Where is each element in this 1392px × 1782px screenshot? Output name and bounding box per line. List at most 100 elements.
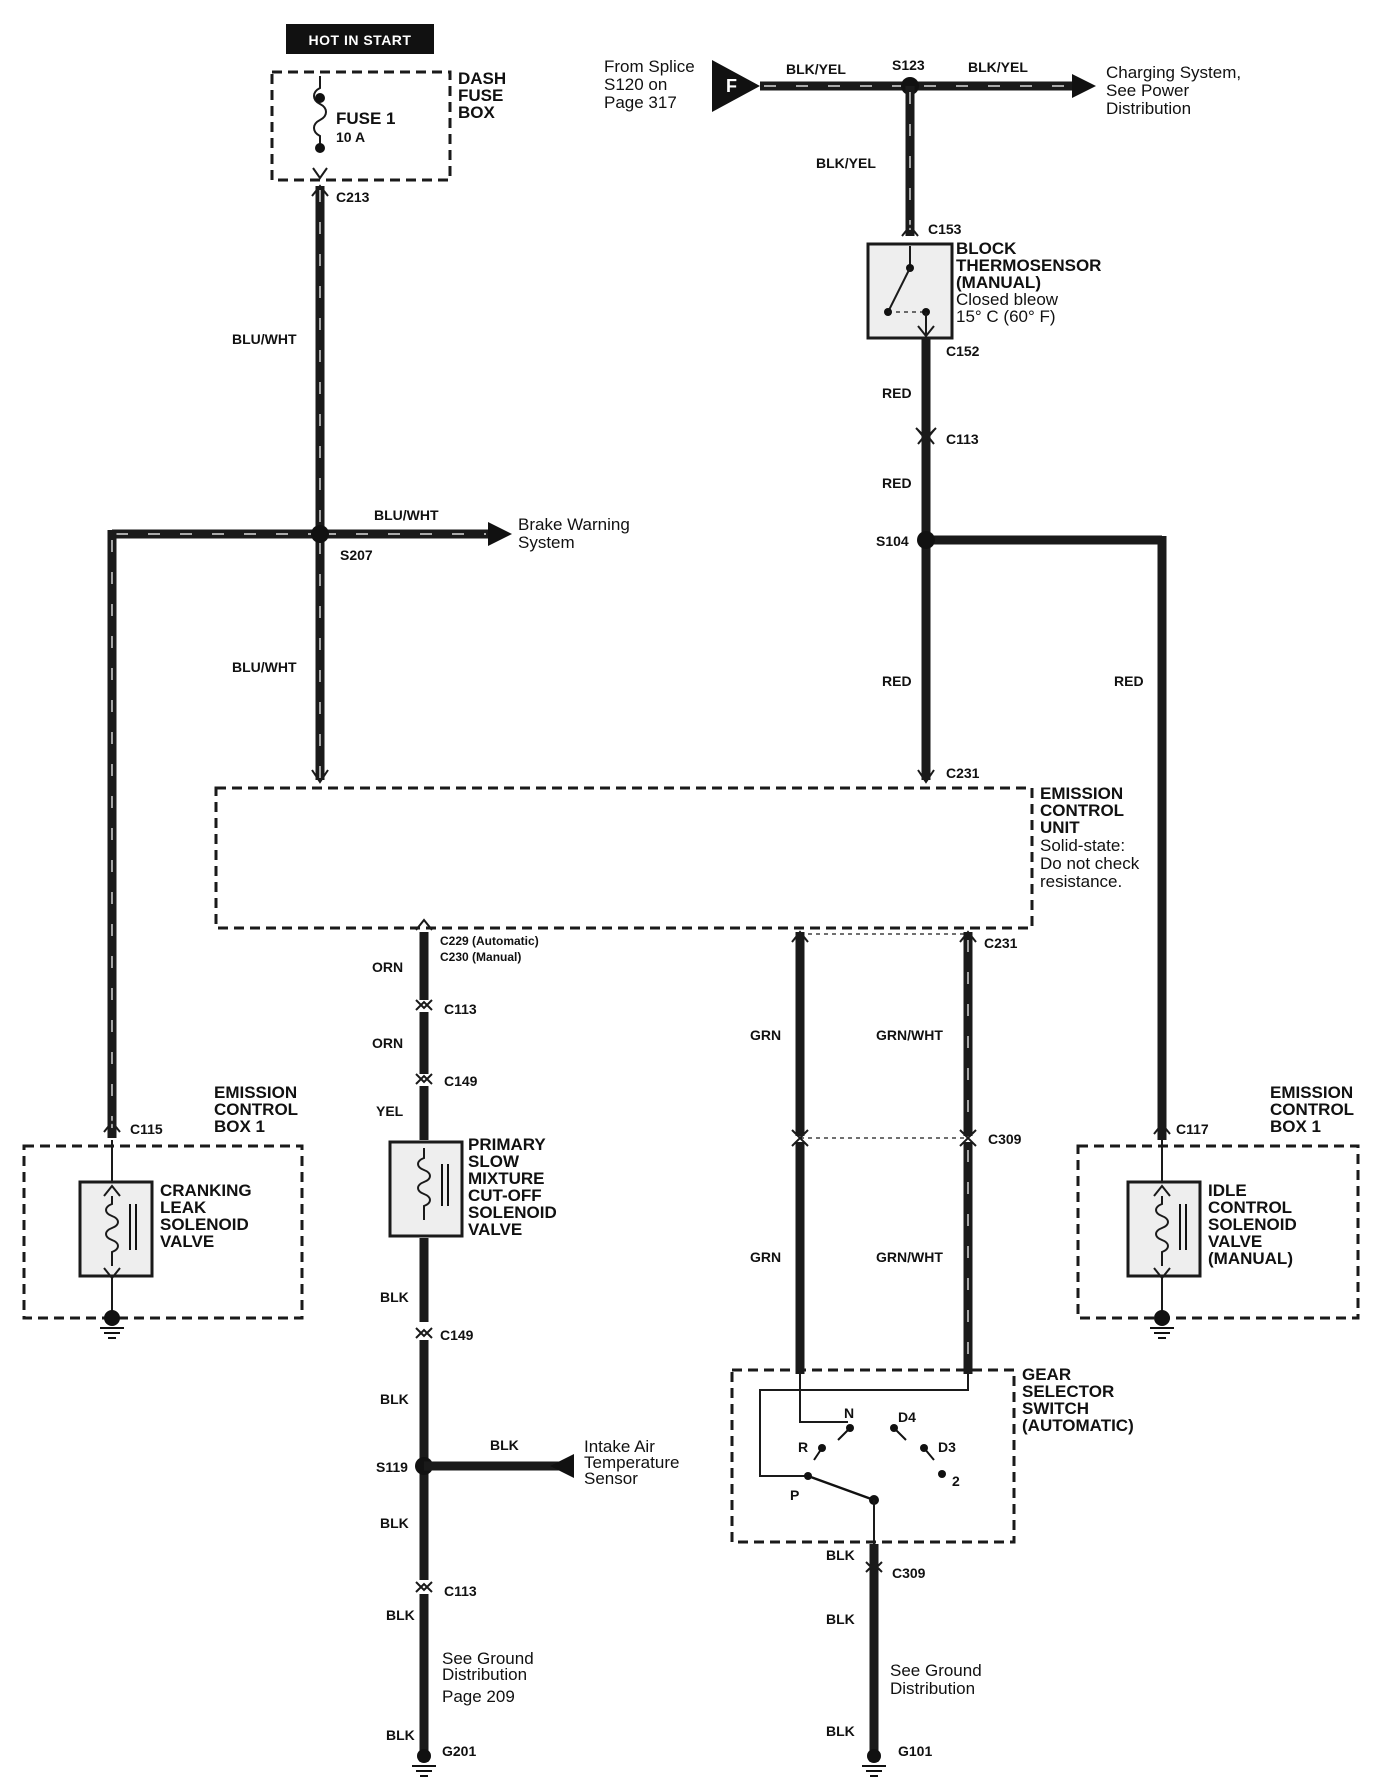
power-tag-label: HOT IN START — [309, 32, 412, 48]
solenoid-coil-icon — [1155, 1196, 1169, 1266]
wire-label-red-4: RED — [1114, 673, 1144, 689]
cranking-label-4: VALVE — [160, 1232, 214, 1251]
wire-label-blk-yel-3: BLK/YEL — [816, 155, 876, 171]
wire-label-orn-2: ORN — [372, 1035, 403, 1051]
wire-label-red-3: RED — [882, 673, 912, 689]
connector-c309-lower: C309 — [892, 1565, 926, 1581]
connector-c231-top: C231 — [946, 765, 980, 781]
charging-2: See Power — [1106, 81, 1189, 100]
ground-left-3: Page 209 — [442, 1687, 515, 1706]
connector-c213: C213 — [336, 189, 370, 205]
cranking-label-3: SOLENOID — [160, 1215, 249, 1234]
gear-pos-2: 2 — [952, 1473, 960, 1489]
wire-label-red-1: RED — [882, 385, 912, 401]
wire-label-blk-1: BLK — [380, 1289, 409, 1305]
ecu-label-1: EMISSION — [1040, 784, 1123, 803]
connector-c113-lower: C113 — [444, 1583, 477, 1599]
ecb-left-label-3: BOX 1 — [214, 1117, 265, 1136]
wire-label-yel-1: YEL — [376, 1103, 404, 1119]
wire-label-blu-wht-2: BLU/WHT — [374, 507, 439, 523]
ecu-label-5: Do not check — [1040, 854, 1140, 873]
from-splice-2: S120 on — [604, 75, 667, 94]
gear-selector-switch: N D4 R D3 P 2 GEAR SELECTOR SWITCH (AUTO… — [730, 1365, 1134, 1544]
wire-label-blk-4: BLK — [380, 1515, 409, 1531]
pos-2-contact — [938, 1470, 946, 1478]
connector-c231-right: C231 — [984, 935, 1018, 951]
fuse-name: FUSE 1 — [336, 109, 396, 128]
brake-label-2: System — [518, 533, 575, 552]
emission-control-box-right — [1076, 1144, 1360, 1320]
connector-c149-lower: C149 — [440, 1327, 474, 1343]
intake-label-1: Intake Air — [584, 1437, 655, 1456]
wire-label-orn-1: ORN — [372, 959, 403, 975]
wire-label-blk-6: BLK — [386, 1727, 415, 1743]
off-page-flag: F — [726, 76, 737, 96]
wire-label-grn-2: GRN — [750, 1249, 781, 1265]
primary-label-1: PRIMARY — [468, 1135, 546, 1154]
thermo-label-5: 15° C (60° F) — [956, 307, 1056, 326]
ground-g201-icon — [412, 1749, 436, 1777]
gear-pos-n: N — [844, 1405, 854, 1421]
splice-s119-label: S119 — [376, 1459, 408, 1475]
wire-label-blk-8: BLK — [826, 1611, 855, 1627]
idle-label-4: VALVE — [1208, 1232, 1262, 1251]
idle-label-1: IDLE — [1208, 1181, 1247, 1200]
wire-label-blk-2: BLK — [380, 1391, 409, 1407]
primary-label-5: SOLENOID — [468, 1203, 557, 1222]
gear-pos-p: P — [790, 1487, 799, 1503]
gear-label-1: GEAR — [1022, 1365, 1071, 1384]
wire-label-blk-9: BLK — [826, 1723, 855, 1739]
connector-c115: C115 — [130, 1121, 163, 1137]
wire-label-blu-wht-3: BLU/WHT — [232, 659, 297, 675]
splice-s104-label: S104 — [876, 533, 909, 549]
ecu-label-2: CONTROL — [1040, 801, 1124, 820]
idle-label-2: CONTROL — [1208, 1198, 1292, 1217]
connector-c113-orn: C113 — [444, 1001, 477, 1017]
thermo-label-3: (MANUAL) — [956, 273, 1041, 292]
fuse-box-title-2: FUSE — [458, 86, 503, 105]
connector-c229: C229 (Automatic) — [440, 934, 539, 948]
ground-g101-icon — [862, 1749, 886, 1777]
idle-control-valve: IDLE CONTROL SOLENOID VALVE (MANUAL) — [1126, 1140, 1297, 1312]
gear-switch-blade-icon — [807, 1474, 875, 1502]
splice-s104 — [917, 531, 935, 549]
gear-pos-r: R — [798, 1439, 808, 1455]
ecb-left-label-2: CONTROL — [214, 1100, 298, 1119]
ecb-right-label-1: EMISSION — [1270, 1083, 1353, 1102]
gear-label-3: SWITCH — [1022, 1399, 1089, 1418]
gear-label-2: SELECTOR — [1022, 1382, 1114, 1401]
fuse-rating: 10 A — [336, 129, 365, 145]
ecu-label-6: resistance. — [1040, 872, 1122, 891]
wire-label-grn-wht-1: GRN/WHT — [876, 1027, 943, 1043]
ecu-label-3: UNIT — [1040, 818, 1080, 837]
cranking-leak-valve: CRANKING LEAK SOLENOID VALVE — [78, 1140, 252, 1312]
primary-label-6: VALVE — [468, 1220, 522, 1239]
solenoid-coil-icon — [105, 1196, 119, 1266]
connector-c153: C153 — [928, 221, 962, 237]
block-thermosensor: BLOCK THERMOSENSOR (MANUAL) Closed bleow… — [866, 239, 1101, 340]
wire-label-grn-1: GRN — [750, 1027, 781, 1043]
connector-c230: C230 (Manual) — [440, 950, 521, 964]
emission-control-unit: EMISSION CONTROL UNIT Solid-state: Do no… — [214, 784, 1140, 930]
idle-label-5: (MANUAL) — [1208, 1249, 1293, 1268]
gear-label-4: (AUTOMATIC) — [1022, 1416, 1134, 1435]
wire-label-blk-7: BLK — [826, 1547, 855, 1563]
thermo-label-2: THERMOSENSOR — [956, 256, 1101, 275]
intake-label-2: Temperature — [584, 1453, 679, 1472]
thermo-label-1: BLOCK — [956, 239, 1017, 258]
wire-label-blu-wht-1: BLU/WHT — [232, 331, 297, 347]
from-splice-3: Page 317 — [604, 93, 677, 112]
wire-label-blk-yel-2: BLK/YEL — [968, 59, 1028, 75]
ecb-left-label-1: EMISSION — [214, 1083, 297, 1102]
off-page-flag-icon — [712, 60, 760, 112]
dash-fuse-box: FUSE 1 10 A DASH FUSE BOX — [270, 69, 506, 182]
primary-label-2: SLOW — [468, 1152, 520, 1171]
power-tag: HOT IN START — [286, 24, 434, 54]
primary-label-3: MIXTURE — [468, 1169, 545, 1188]
connector-c117: C117 — [1176, 1121, 1209, 1137]
charging-3: Distribution — [1106, 99, 1191, 118]
ecb-right-label-2: CONTROL — [1270, 1100, 1354, 1119]
wire-label-blk-yel-1: BLK/YEL — [786, 61, 846, 77]
primary-label-4: CUT-OFF — [468, 1186, 542, 1205]
